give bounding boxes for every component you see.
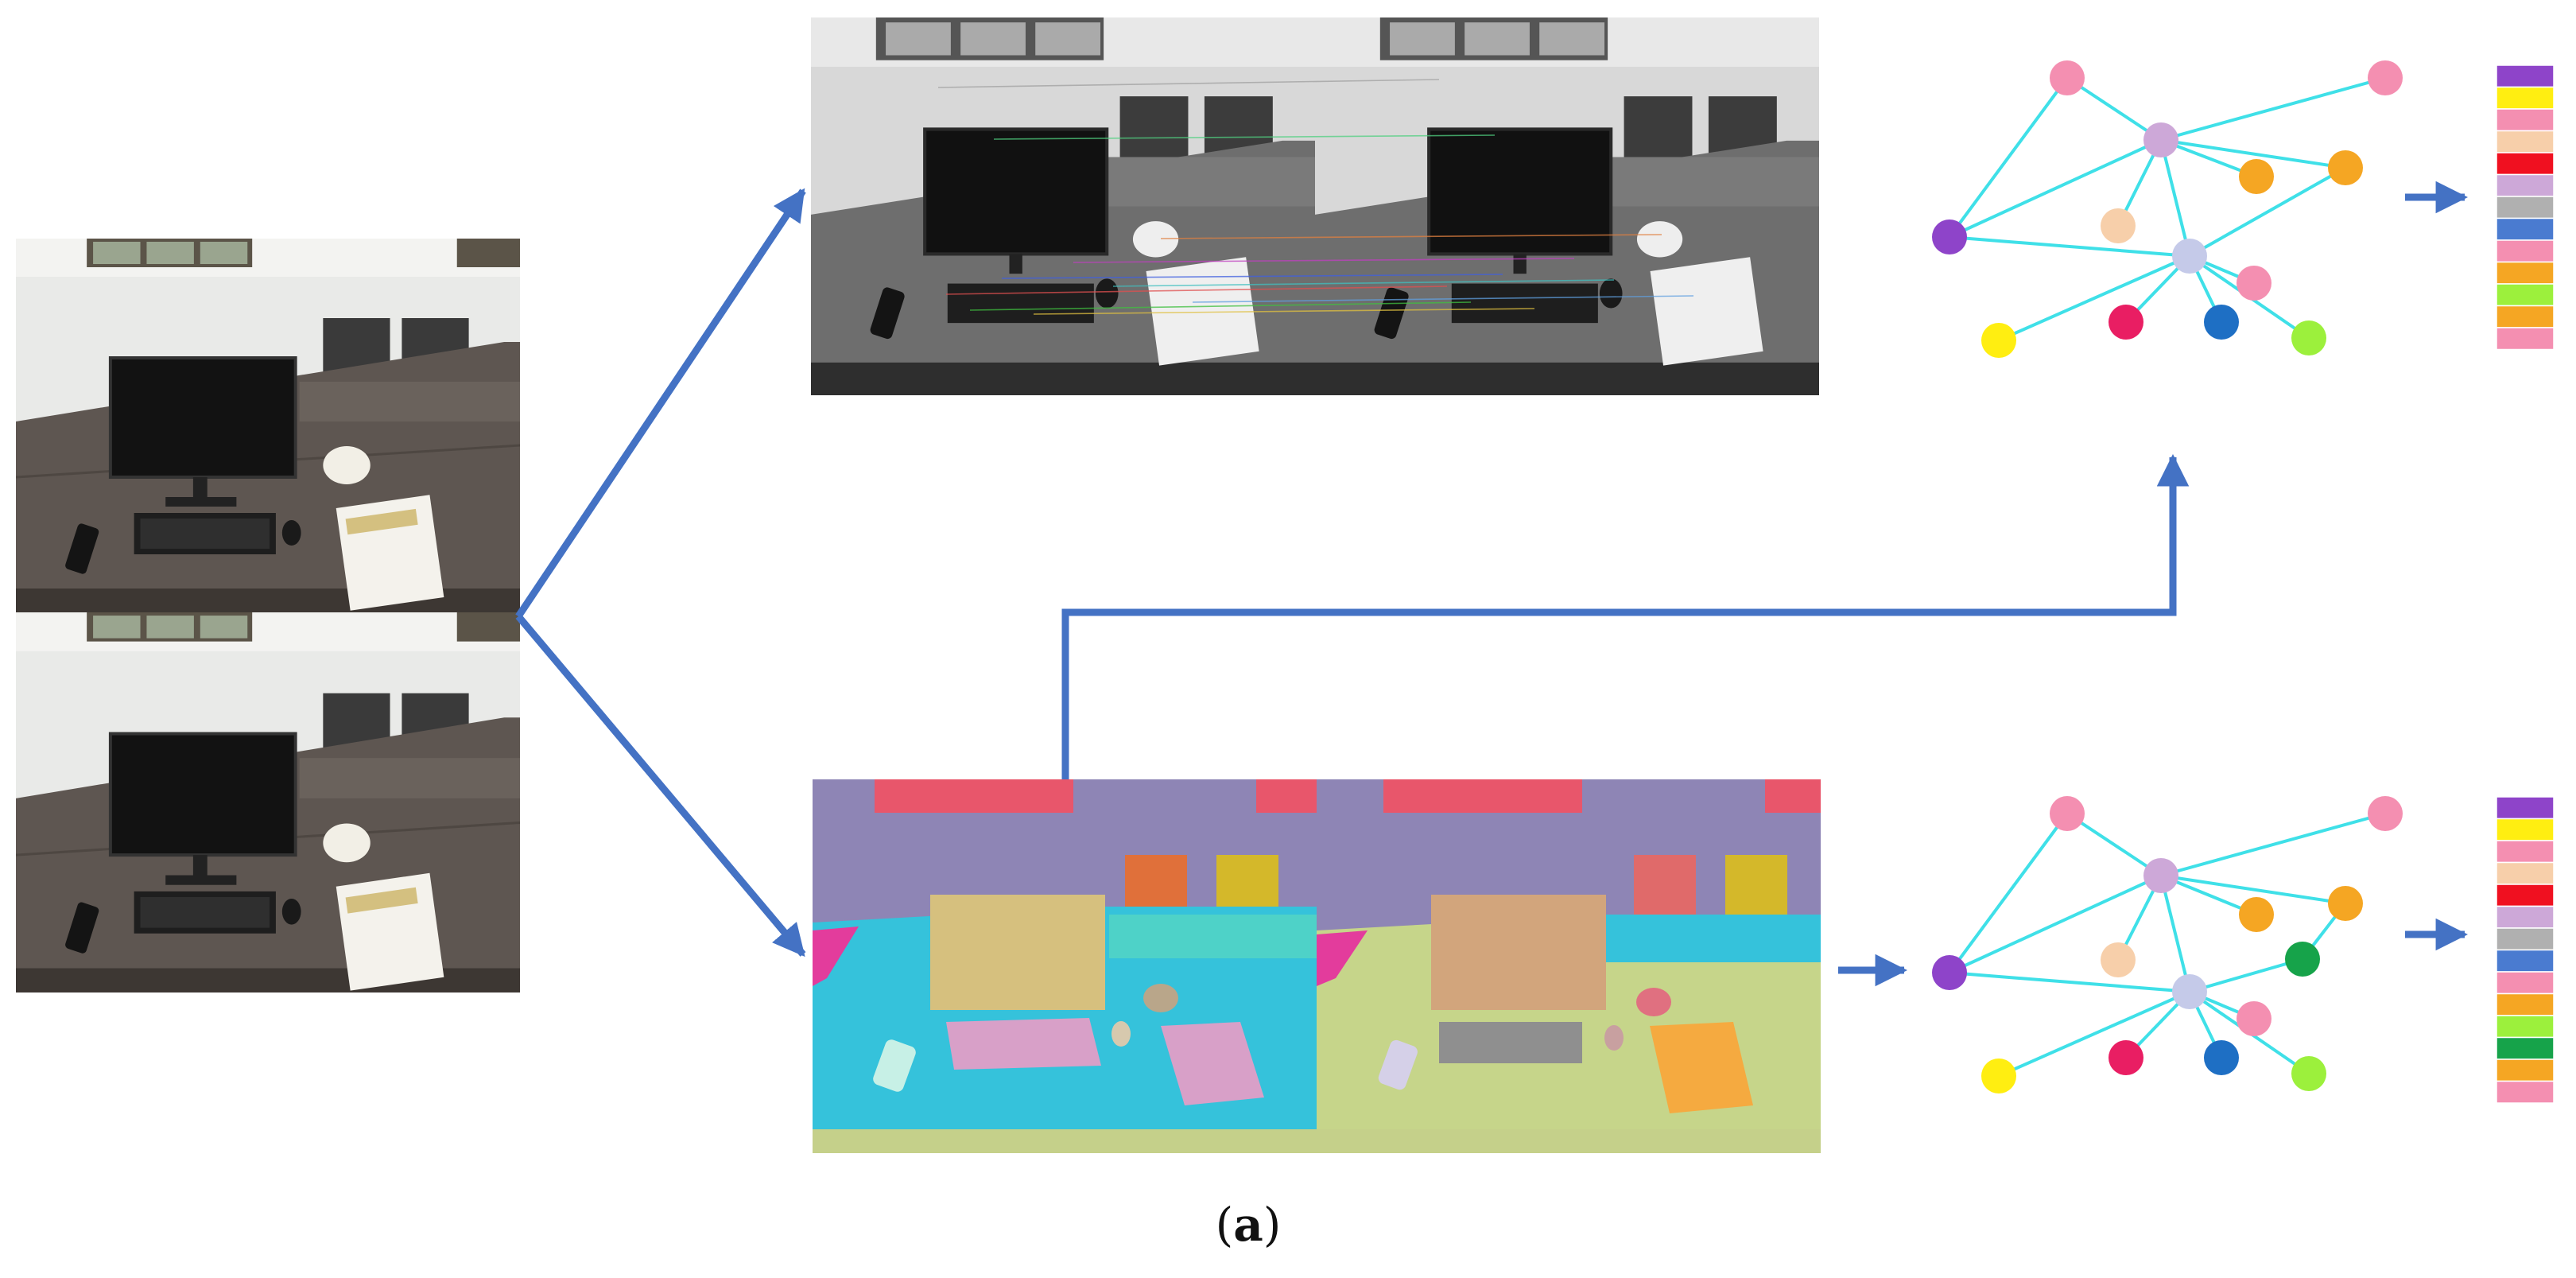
graph-bottom-edge bbox=[2189, 958, 2303, 993]
vector-bottom-cell bbox=[2496, 1015, 2555, 1039]
graph-bottom-node bbox=[2050, 796, 2085, 831]
graph-bottom-node bbox=[2204, 1040, 2239, 1075]
graph-bottom-node bbox=[2328, 886, 2363, 921]
vector-top-cell bbox=[2496, 217, 2555, 241]
graph-bottom-node bbox=[2239, 897, 2274, 932]
graph-top-node bbox=[2204, 305, 2239, 340]
graph-top-edge bbox=[2189, 166, 2346, 258]
graph-bottom-edge bbox=[1949, 971, 2190, 993]
vector-bottom-cell bbox=[2496, 949, 2555, 973]
graph-top-node bbox=[2050, 60, 2085, 95]
vector-bottom-cell bbox=[2496, 971, 2555, 995]
vector-bottom-cell bbox=[2496, 796, 2555, 820]
feature-vector-bottom bbox=[2496, 796, 2555, 1104]
arrow-to-segmentation bbox=[515, 614, 806, 958]
graph-top-edge bbox=[1998, 254, 2190, 342]
vector-bottom-cell bbox=[2496, 884, 2555, 907]
vector-bottom-cell bbox=[2496, 818, 2555, 841]
vector-top-cell bbox=[2496, 130, 2555, 153]
graph-bottom-node bbox=[2109, 1040, 2143, 1075]
graph-top-node bbox=[2291, 320, 2326, 355]
vector-top-cell bbox=[2496, 152, 2555, 176]
graph-top-edge bbox=[1949, 235, 2190, 258]
vector-bottom-cell bbox=[2496, 1059, 2555, 1082]
input-image-top bbox=[16, 239, 520, 612]
graph-top-edge bbox=[1948, 76, 2069, 239]
vector-top-cell bbox=[2496, 86, 2555, 110]
graph-top-edge bbox=[2160, 138, 2346, 169]
graph-top-node bbox=[2101, 208, 2136, 243]
graph-bottom-edge bbox=[2160, 874, 2346, 905]
graph-bottom-node bbox=[2143, 858, 2178, 893]
feature-matching-panel bbox=[811, 17, 1819, 395]
graph-top-edge bbox=[1949, 138, 2162, 239]
vector-top-cell bbox=[2496, 327, 2555, 351]
graph-top-node bbox=[1932, 219, 1967, 254]
graph-bottom-node bbox=[2291, 1056, 2326, 1091]
graph-top-node bbox=[2328, 150, 2363, 185]
graph-top-node bbox=[2109, 305, 2143, 340]
scene-graph-bottom bbox=[1932, 796, 2403, 1093]
graph-top-node bbox=[2368, 60, 2403, 95]
graph-top-node bbox=[2237, 266, 2271, 301]
graph-bottom-edge bbox=[1998, 990, 2190, 1078]
graph-top-node bbox=[2172, 239, 2207, 274]
figure-caption: (a) bbox=[1215, 1198, 1282, 1252]
graph-bottom-node bbox=[2101, 942, 2136, 977]
graph-bottom-node bbox=[2285, 942, 2320, 977]
graph-top-edge bbox=[2066, 76, 2163, 142]
vector-top-cell bbox=[2496, 283, 2555, 307]
match-lines bbox=[937, 79, 1694, 315]
graph-top-node bbox=[2143, 122, 2178, 157]
graph-top-node bbox=[1981, 323, 2016, 358]
graph-bottom-node bbox=[2368, 796, 2403, 831]
graph-bottom-edge bbox=[2066, 812, 2163, 877]
vector-bottom-cell bbox=[2496, 927, 2555, 951]
graph-bottom-edge bbox=[1948, 812, 2069, 974]
arrow-to-matching bbox=[515, 188, 806, 619]
arrow-segmentation-to-top-graph bbox=[1061, 453, 2190, 779]
vector-top-cell bbox=[2496, 239, 2555, 263]
graph-top-edge bbox=[2160, 76, 2386, 142]
graph-bottom-edge bbox=[2160, 812, 2386, 877]
vector-top-cell bbox=[2496, 64, 2555, 88]
vector-bottom-cell bbox=[2496, 1036, 2555, 1060]
graph-bottom-node bbox=[1932, 955, 1967, 990]
vector-top-cell bbox=[2496, 173, 2555, 197]
graph-bottom-edge bbox=[1949, 874, 2162, 974]
vector-top-cell bbox=[2496, 196, 2555, 219]
graph-bottom-edge bbox=[2159, 875, 2191, 992]
vector-bottom-cell bbox=[2496, 905, 2555, 929]
segmentation-panel bbox=[813, 779, 1821, 1153]
vector-bottom-cell bbox=[2496, 1080, 2555, 1104]
feature-vector-top bbox=[2496, 64, 2555, 351]
vector-bottom-cell bbox=[2496, 992, 2555, 1016]
scene-graph-top bbox=[1932, 60, 2403, 358]
vector-top-cell bbox=[2496, 305, 2555, 328]
vector-top-cell bbox=[2496, 261, 2555, 285]
graph-bottom-node bbox=[2172, 974, 2207, 1009]
graph-bottom-node bbox=[2237, 1001, 2271, 1036]
vector-top-cell bbox=[2496, 108, 2555, 132]
input-image-bottom bbox=[16, 612, 520, 992]
graph-top-edge bbox=[2159, 139, 2191, 257]
graph-top-node bbox=[2239, 159, 2274, 194]
graph-bottom-node bbox=[1981, 1059, 2016, 1093]
vector-bottom-cell bbox=[2496, 861, 2555, 885]
caption-letter: a bbox=[1233, 1198, 1263, 1252]
vector-bottom-cell bbox=[2496, 840, 2555, 864]
